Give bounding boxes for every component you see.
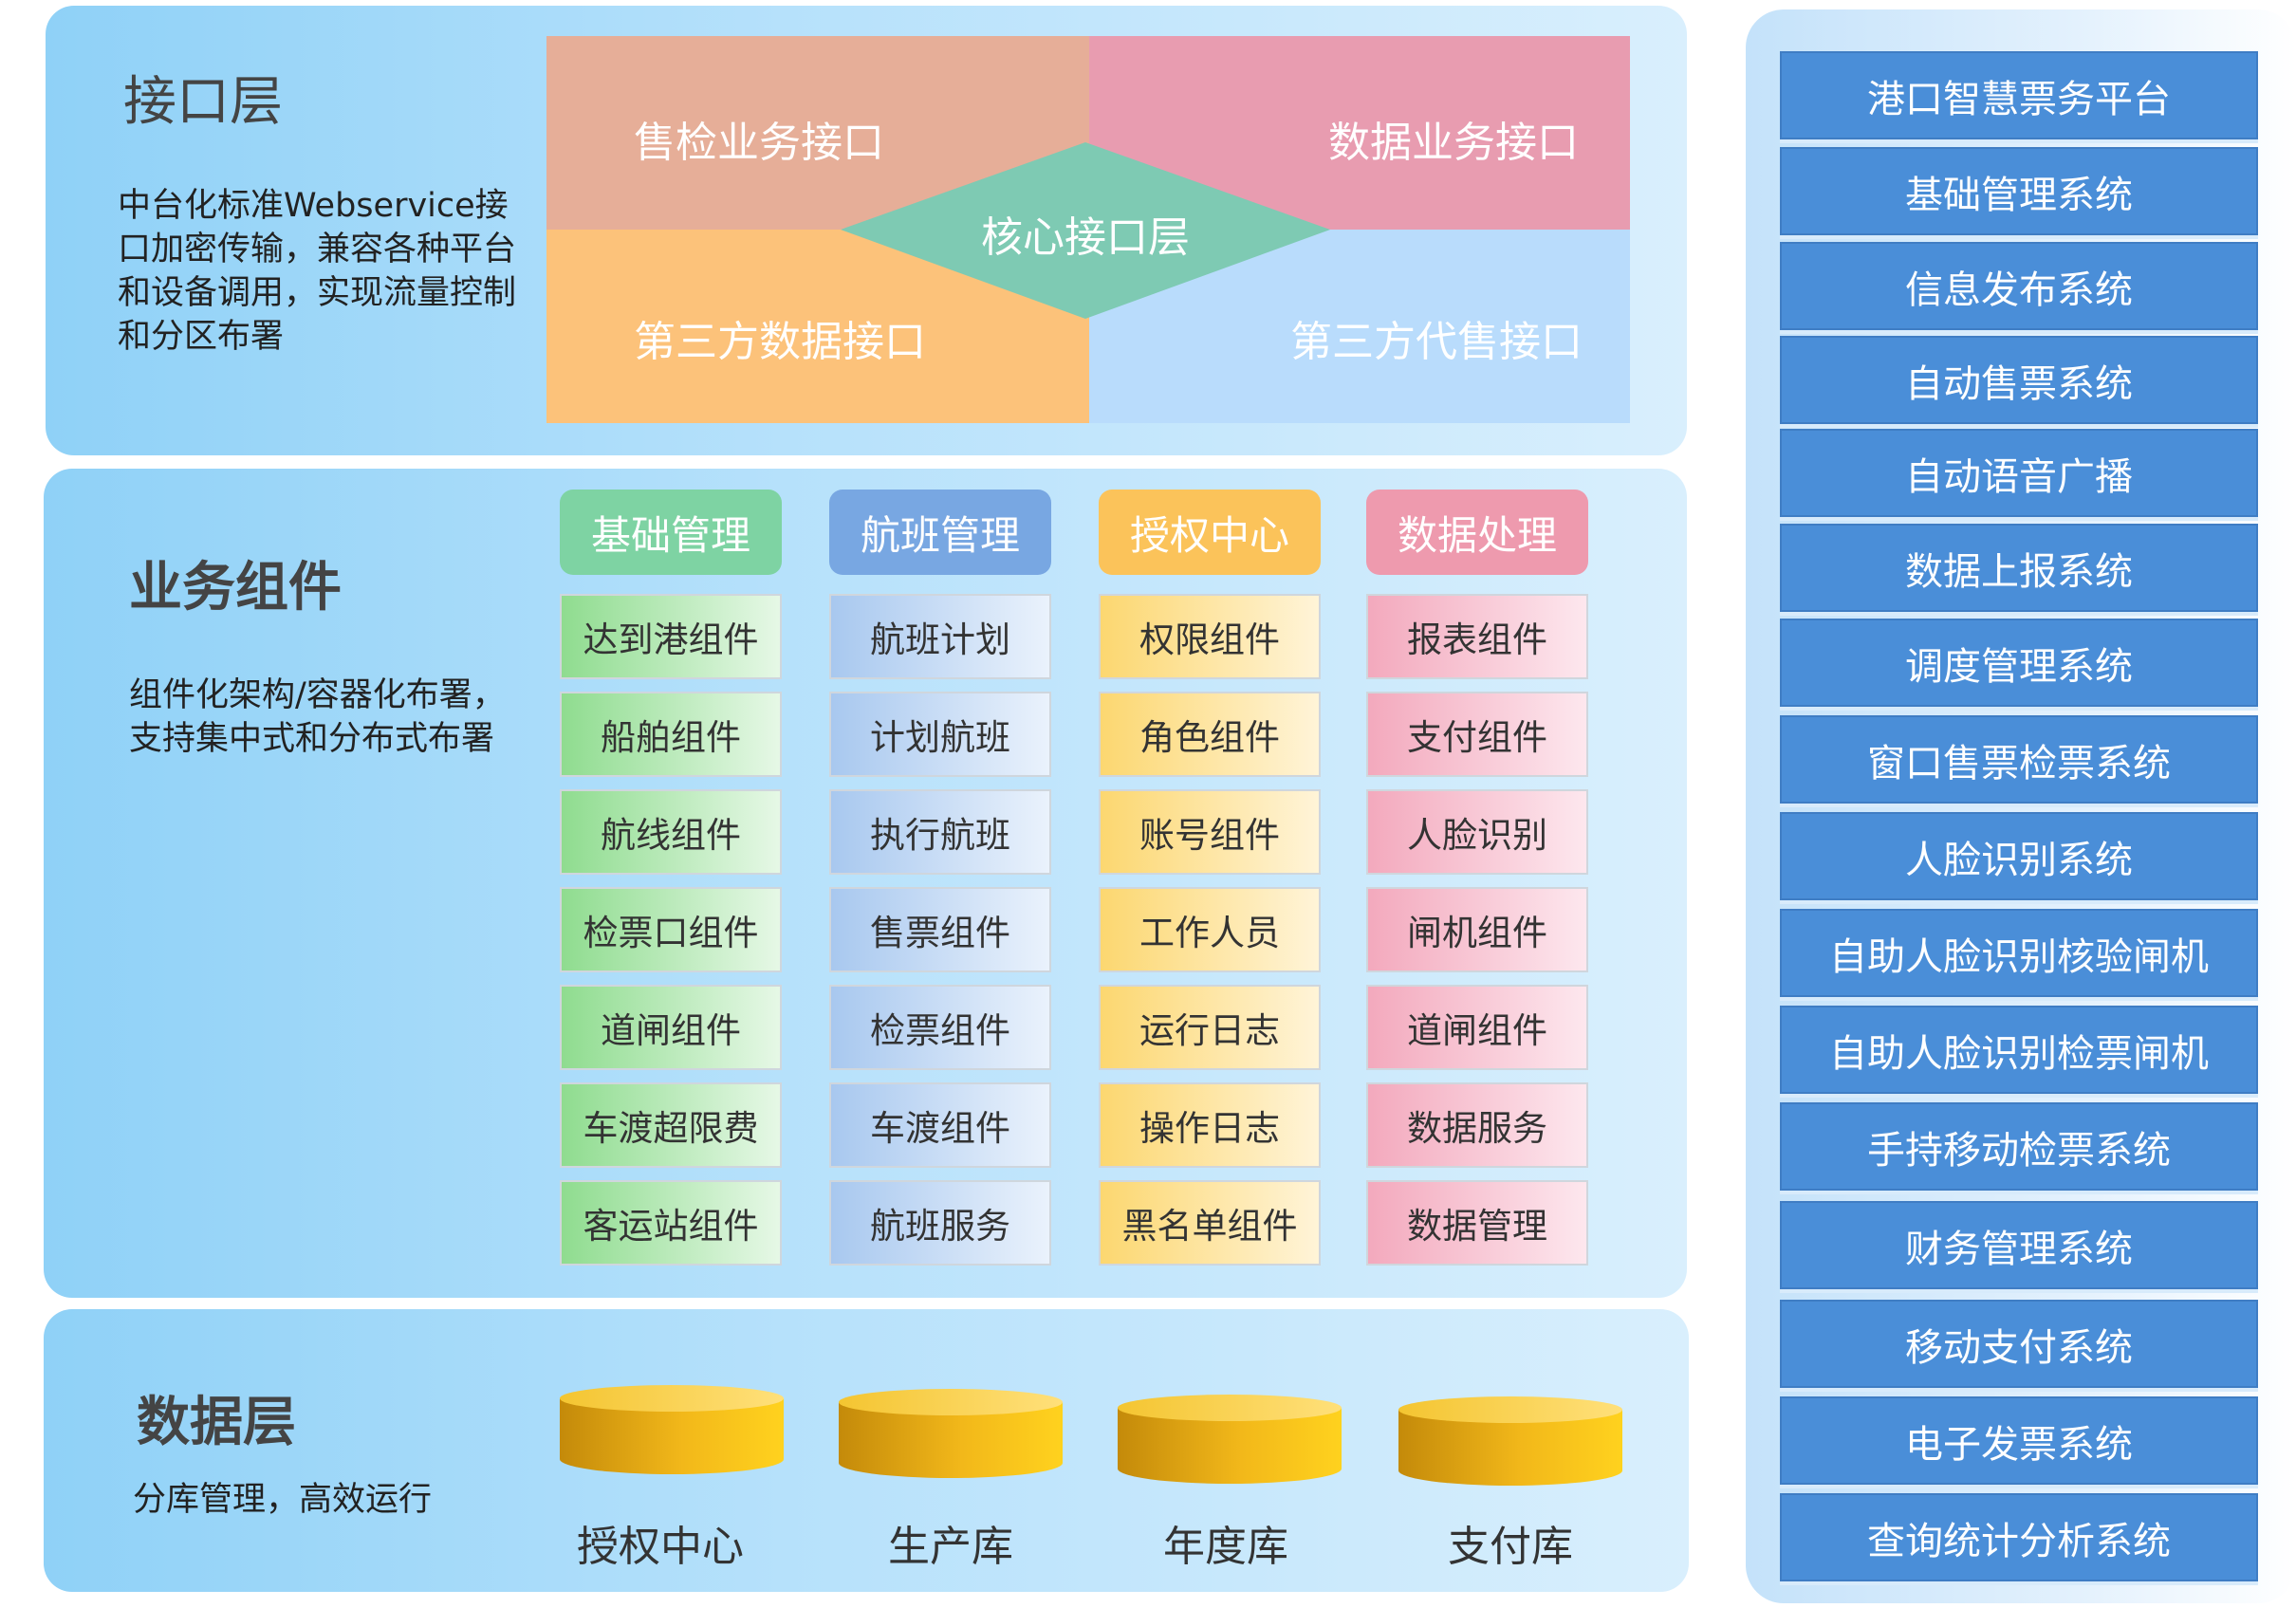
system-item: 移动支付系统	[1780, 1300, 2258, 1388]
component-item: 运行日志	[1099, 985, 1321, 1070]
database-label: 年度库	[1163, 1523, 1288, 1571]
component-item: 航线组件	[560, 789, 782, 875]
component-item: 达到港组件	[560, 594, 782, 679]
database-label: 生产库	[888, 1523, 1013, 1571]
component-item: 船舶组件	[560, 692, 782, 777]
center-diamond	[841, 142, 1330, 319]
component-item: 角色组件	[1099, 692, 1321, 777]
system-item: 自助人脸识别检票闸机	[1780, 1006, 2258, 1094]
component-item: 航班计划	[829, 594, 1051, 679]
component-item: 售票组件	[829, 887, 1051, 972]
system-item: 数据上报系统	[1780, 524, 2258, 612]
label-bottom-left: 第三方数据接口	[634, 318, 926, 366]
component-item: 计划航班	[829, 692, 1051, 777]
category-flight-management: 航班管理	[829, 490, 1051, 575]
component-item: 人脸识别	[1366, 789, 1588, 875]
component-item: 工作人员	[1099, 887, 1321, 972]
system-item: 财务管理系统	[1780, 1201, 2258, 1289]
system-item: 自助人脸识别核验闸机	[1780, 909, 2258, 997]
data-layer-title: 数据层	[137, 1392, 296, 1453]
component-item: 道闸组件	[1366, 985, 1588, 1070]
system-item: 自动售票系统	[1780, 336, 2258, 424]
label-center: 核心接口层	[981, 213, 1190, 262]
system-item: 自动语音广播	[1780, 429, 2258, 517]
component-item: 闸机组件	[1366, 887, 1588, 972]
component-item: 权限组件	[1099, 594, 1321, 679]
system-item: 窗口售票检票系统	[1780, 715, 2258, 804]
system-item: 信息发布系统	[1780, 242, 2258, 330]
label-bottom-right: 第三方代售接口	[1290, 318, 1583, 366]
component-item: 车渡超限费	[560, 1082, 782, 1168]
system-item: 基础管理系统	[1780, 147, 2258, 235]
database-cylinder-production	[839, 1389, 1063, 1478]
business-components-description-line1: 组件化架构/容器化布署，	[129, 676, 506, 714]
interface-layer-title: 接口层	[123, 71, 283, 133]
component-item: 车渡组件	[829, 1082, 1051, 1168]
category-data-processing: 数据处理	[1366, 490, 1588, 575]
database-cylinder-auth	[560, 1385, 784, 1474]
business-components-title: 业务组件	[129, 557, 342, 619]
database-cylinder-payment	[1398, 1396, 1622, 1486]
component-item: 操作日志	[1099, 1082, 1321, 1168]
label-top-left: 售检业务接口	[634, 119, 884, 167]
component-item: 航班服务	[829, 1180, 1051, 1266]
database-label: 支付库	[1448, 1523, 1573, 1571]
system-item: 调度管理系统	[1780, 619, 2258, 707]
system-item: 港口智慧票务平台	[1780, 51, 2258, 139]
system-item: 人脸识别系统	[1780, 812, 2258, 900]
component-item: 检票口组件	[560, 887, 782, 972]
component-item: 支付组件	[1366, 692, 1588, 777]
category-basic-management: 基础管理	[560, 490, 782, 575]
component-item: 数据服务	[1366, 1082, 1588, 1168]
system-item: 查询统计分析系统	[1780, 1493, 2258, 1581]
business-components-description-line2: 支持集中式和分布式布署	[129, 720, 495, 758]
component-item: 报表组件	[1366, 594, 1588, 679]
component-item: 执行航班	[829, 789, 1051, 875]
component-item: 账号组件	[1099, 789, 1321, 875]
system-item: 手持移动检票系统	[1780, 1102, 2258, 1191]
interface-layer-description: 中台化标准Webservice接口加密传输，兼容各种平台和设备调用，实现流量控制…	[118, 187, 517, 356]
component-item: 黑名单组件	[1099, 1180, 1321, 1266]
label-top-right: 数据业务接口	[1328, 119, 1579, 167]
component-item: 客运站组件	[560, 1180, 782, 1266]
component-item: 检票组件	[829, 985, 1051, 1070]
database-cylinder-annual	[1118, 1395, 1342, 1484]
category-authorization-center: 授权中心	[1099, 490, 1321, 575]
database-label: 授权中心	[577, 1523, 744, 1571]
component-item: 道闸组件	[560, 985, 782, 1070]
data-layer-description: 分库管理，高效运行	[133, 1481, 433, 1519]
system-item: 电子发票系统	[1780, 1396, 2258, 1485]
component-item: 数据管理	[1366, 1180, 1588, 1266]
